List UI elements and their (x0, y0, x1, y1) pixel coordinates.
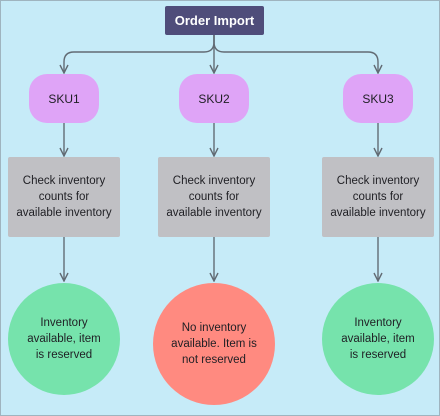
connector-title-to-sku3 (213, 35, 378, 73)
sku1-label: SKU1 (48, 91, 80, 106)
sku3-result-label: Inventory available, item is reserved (341, 317, 415, 361)
sku2-check-inventory-label: Check inventory counts for available inv… (166, 175, 262, 219)
order-import-node: Order Import (165, 6, 264, 35)
sku3-result-node: Inventory available, item is reserved (322, 283, 434, 395)
sku3-label: SKU3 (362, 91, 394, 106)
sku1-node: SKU1 (29, 74, 99, 123)
sku1-check-inventory-node: Check inventory counts for available inv… (8, 157, 120, 237)
connector-title-to-sku1 (64, 35, 215, 73)
sku1-result-node: Inventory available, item is reserved (8, 283, 120, 395)
sku2-result-node: No inventory available. Item is not rese… (153, 283, 275, 405)
sku1-check-inventory-label: Check inventory counts for available inv… (16, 175, 112, 219)
sku3-check-inventory-label: Check inventory counts for available inv… (330, 175, 426, 219)
sku3-node: SKU3 (343, 74, 413, 123)
sku2-label: SKU2 (198, 91, 230, 106)
order-import-label: Order Import (174, 12, 255, 28)
sku3-check-inventory-node: Check inventory counts for available inv… (322, 157, 434, 237)
sku1-result-label: Inventory available, item is reserved (27, 317, 101, 361)
sku2-check-inventory-node: Check inventory counts for available inv… (158, 157, 270, 237)
sku2-result-label: No inventory available. Item is not rese… (171, 322, 257, 366)
sku2-node: SKU2 (179, 74, 249, 123)
